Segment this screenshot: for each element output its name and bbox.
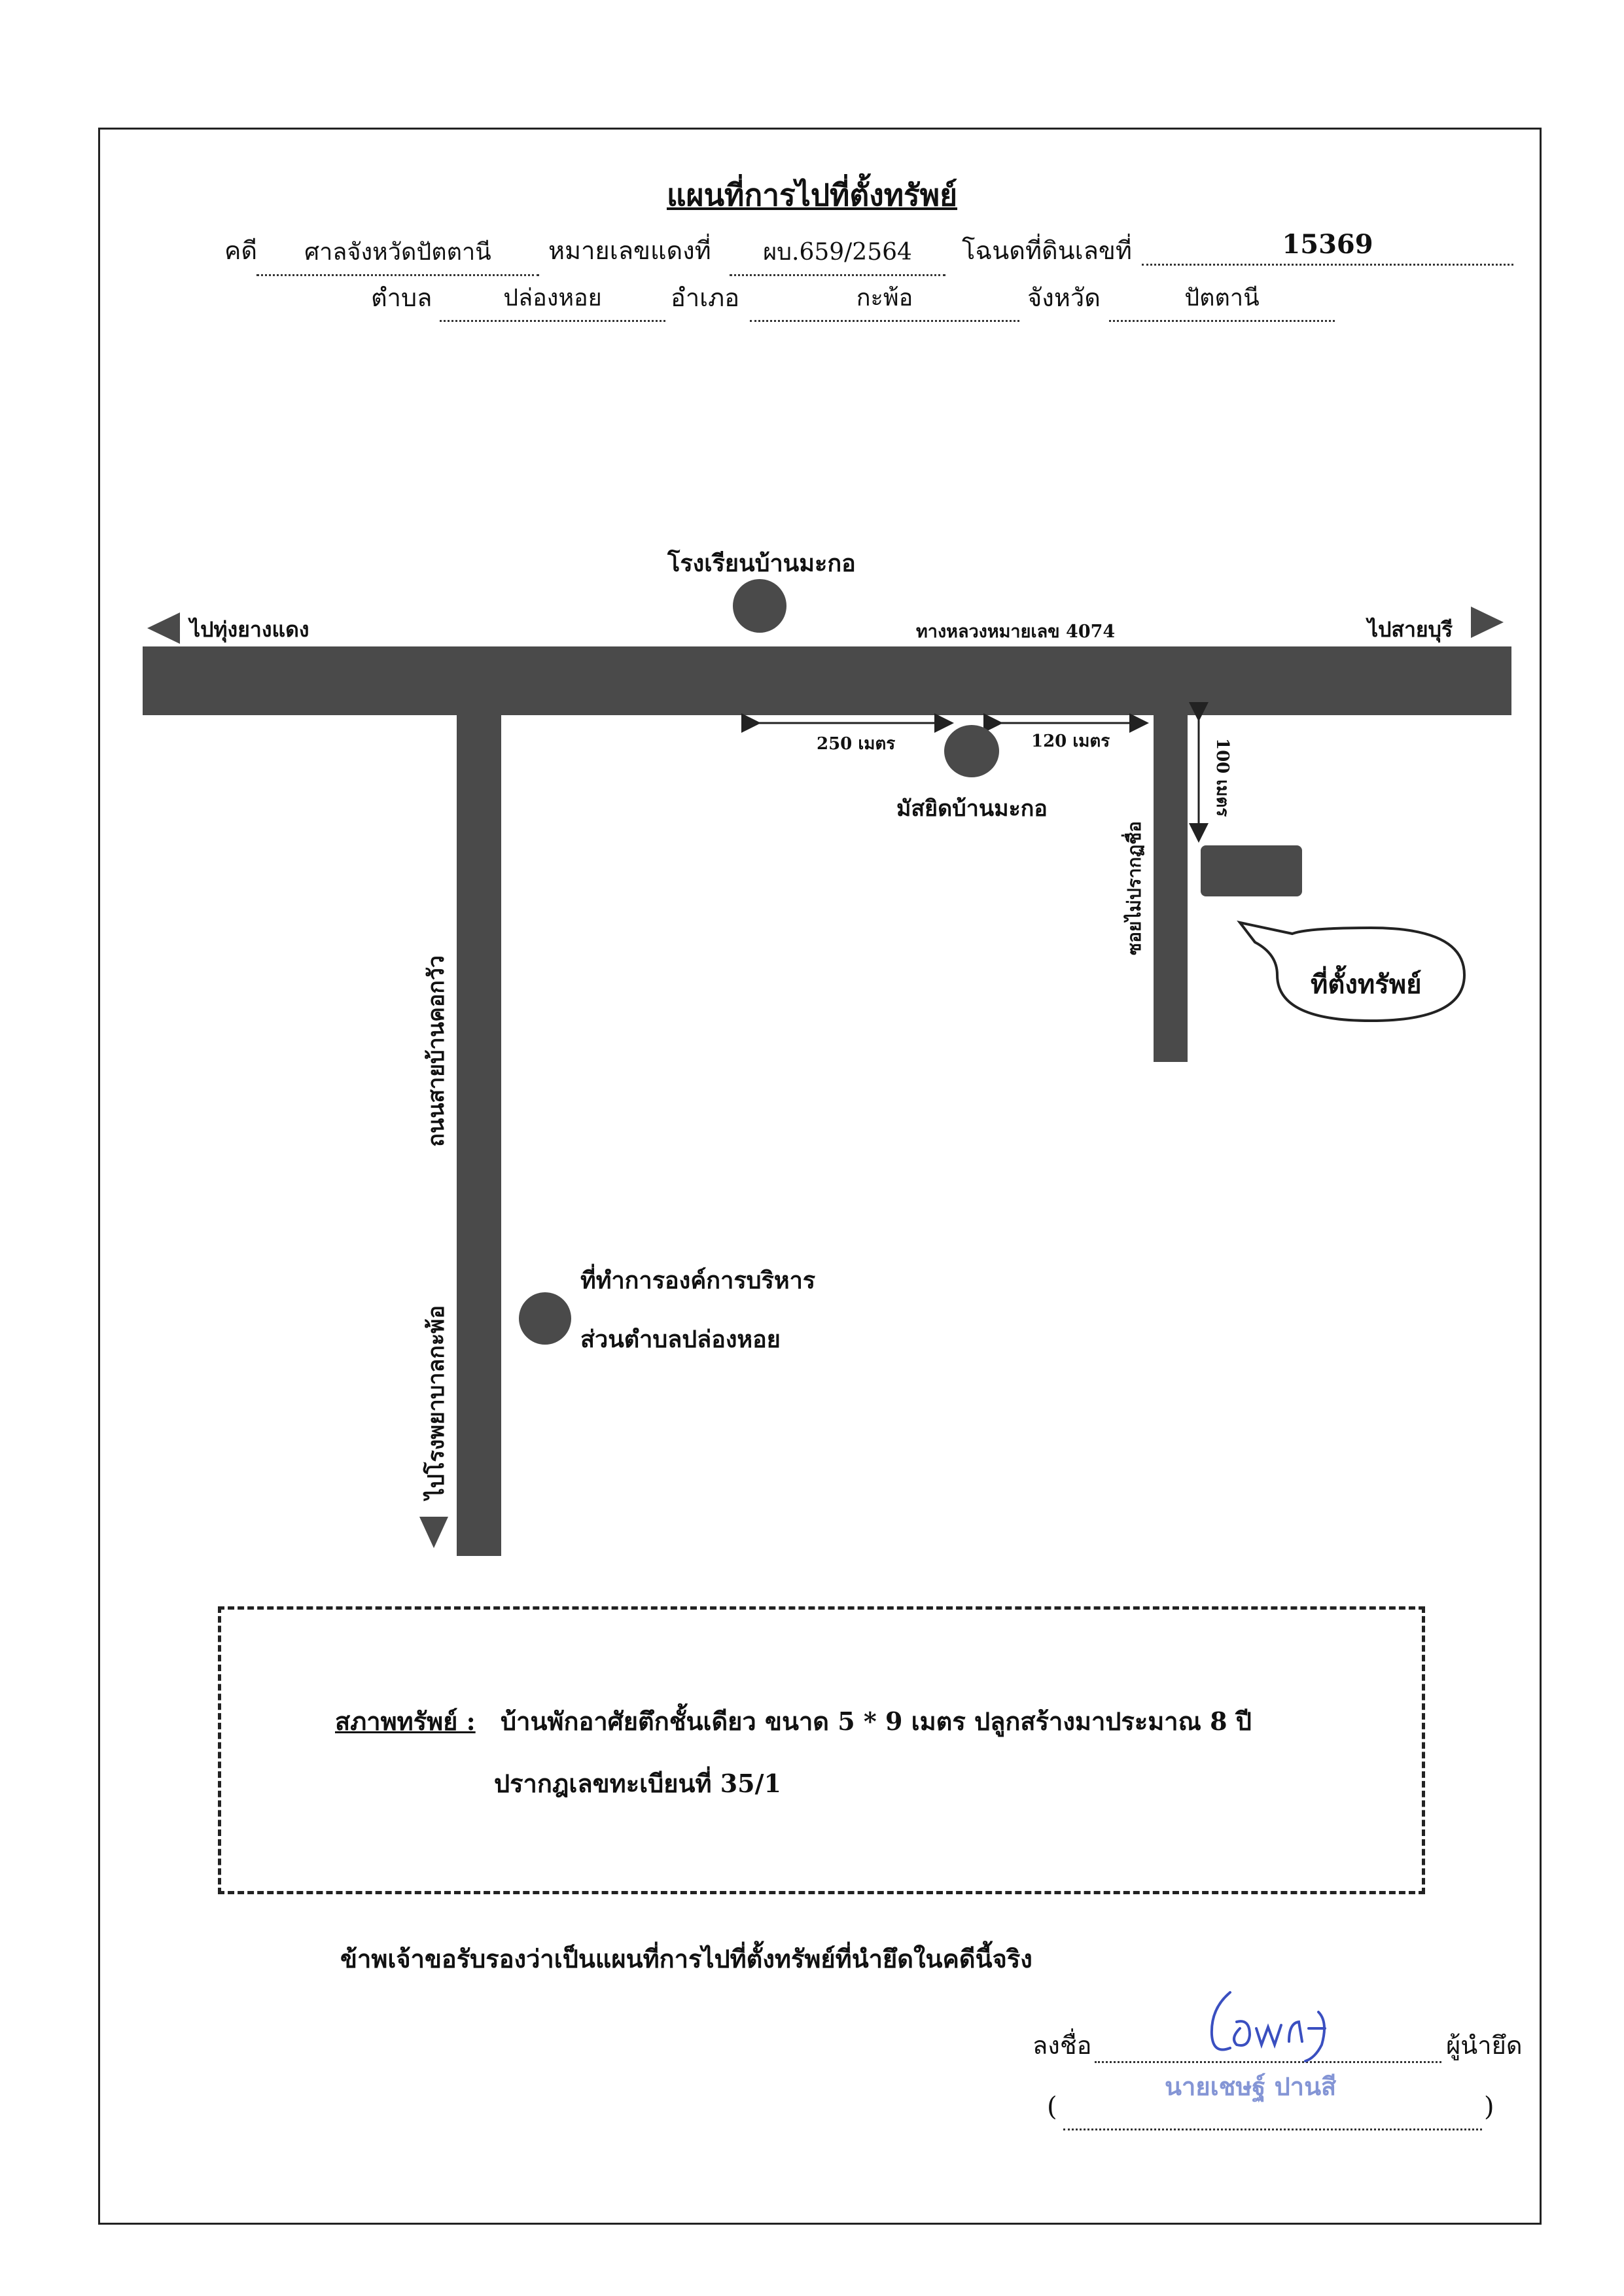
status-line2: ปรากฎเลขทะเบียนที่ 35/1	[494, 1769, 781, 1798]
highway-label: ทางหลวงหมายเลข 4074	[916, 622, 1116, 642]
close-paren: )	[1484, 2092, 1494, 2122]
soi-label: ซอยไม่ปรากฏชื่อ	[1123, 821, 1145, 955]
mosque-marker	[944, 725, 999, 777]
property-callout	[1237, 920, 1466, 1023]
side-road	[457, 715, 501, 1556]
distance-arrows	[741, 702, 1209, 843]
status-label: สภาพทรัพย์ :	[335, 1706, 476, 1736]
handwritten-signature	[1210, 1991, 1326, 2062]
subdistrict-label: ตำบล	[371, 283, 432, 312]
dist-100-label: 100 เมตร	[1212, 738, 1232, 817]
property-status-box	[218, 1606, 1425, 1894]
province-field: ปัตตานี	[1109, 279, 1335, 322]
to-left-label: ไปทุ่งยางแดง	[190, 617, 309, 642]
side-road-label: ถนนสายบ้านคอกวัว	[423, 955, 450, 1147]
property-building	[1201, 845, 1302, 896]
tao-label-line1: ที่ทำการองค์การบริหาร	[580, 1267, 816, 1294]
school-label: โรงเรียนบ้านมะกอ	[667, 550, 856, 577]
subdistrict-field: ปล่องหอย	[440, 279, 665, 322]
page-title: แผนที่การไปที่ตั้งทรัพย์	[666, 177, 958, 213]
deed-field: 15369	[1142, 229, 1513, 266]
left-arrow-icon	[147, 612, 180, 644]
province-label: จังหวัด	[1027, 283, 1101, 312]
document-frame	[98, 128, 1542, 2225]
property-label: ที่ตั้งทรัพย์	[1311, 969, 1422, 1000]
sign-label: ลงชื่อ	[1033, 2031, 1092, 2060]
right-arrow-icon	[1471, 607, 1504, 638]
main-road	[143, 646, 1511, 715]
red-number-label: หมายเลขแดงที่	[548, 236, 711, 265]
name-stamp: นายเชษฐ์ ปานสี	[1165, 2072, 1337, 2101]
school-marker	[733, 579, 786, 633]
open-paren: (	[1047, 2092, 1057, 2122]
mosque-label: มัสยิดบ้านมะกอ	[896, 796, 1048, 822]
sign-line	[1095, 2061, 1441, 2063]
dist-250-label: 250 เมตร	[817, 734, 896, 754]
to-right-label: ไปสายบุรี	[1368, 617, 1453, 642]
to-hospital-label: ไปโรงพยาบาลกะพ้อ	[423, 1305, 450, 1500]
dist-120-label: 120 เมตร	[1031, 732, 1110, 751]
case-label: คดี	[224, 236, 258, 265]
tao-marker	[519, 1292, 571, 1345]
down-arrow-icon	[419, 1517, 448, 1548]
red-number-field: ผบ.659/2564	[730, 233, 945, 276]
case-field: ศาลจังหวัดปัตตานี	[256, 233, 539, 276]
certification-text: ข้าพเจ้าขอรับรองว่าเป็นแผนที่การไปที่ตั้…	[340, 1944, 1033, 1973]
soi-road	[1154, 715, 1188, 1062]
district-label: อำเภอ	[671, 283, 740, 312]
status-line1: บ้านพักอาศัยตึกชั้นเดียว ขนาด 5 * 9 เมตร…	[501, 1706, 1252, 1736]
district-field: กะพ้อ	[750, 279, 1019, 322]
role-label: ผู้นำยึด	[1446, 2031, 1523, 2060]
deed-label: โฉนดที่ดินเลขที่	[962, 236, 1132, 265]
tao-label-line2: ส่วนตำบลปล่องหอย	[580, 1326, 781, 1353]
name-line	[1063, 2128, 1482, 2130]
